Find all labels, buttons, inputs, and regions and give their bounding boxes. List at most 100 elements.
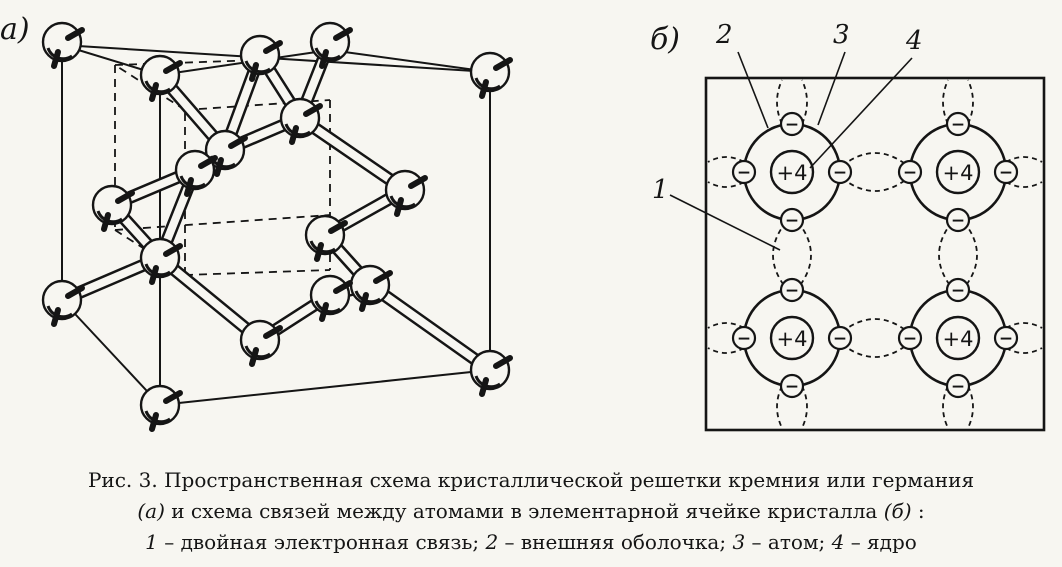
callout-leader <box>817 51 846 126</box>
atom-bond-stub <box>479 377 489 397</box>
double-bond-arc <box>841 177 909 192</box>
electron-sign: − <box>951 281 965 301</box>
atom-bond-stub <box>184 177 194 197</box>
atom-sphere <box>139 54 181 96</box>
atom-sphere <box>174 149 216 191</box>
legend-num-4: 4 <box>831 530 845 554</box>
electron <box>731 159 757 185</box>
atom-sphere <box>309 21 351 63</box>
atom-bond-stub <box>115 190 135 204</box>
unit-cell-frame <box>704 76 1046 432</box>
bond-rod <box>366 281 494 374</box>
atom-sphere <box>139 237 181 279</box>
atom-bond-stub <box>214 157 224 177</box>
electron-sign: − <box>785 211 799 231</box>
double-bond-arc <box>841 152 909 167</box>
atom-sphere <box>91 184 133 226</box>
electron <box>779 207 805 233</box>
atom-bond-stub <box>163 243 183 257</box>
atom-bond-stub <box>408 175 428 189</box>
atom-bond-stub <box>263 325 283 339</box>
caption-line-2-text: и схема связей между атомами в элементар… <box>164 499 884 523</box>
atom-sphere <box>41 279 83 321</box>
legend-text-3: – атом; <box>745 530 832 554</box>
callout-leader <box>809 57 913 169</box>
atom-bond-stub <box>394 197 404 217</box>
outward-bond <box>776 79 783 125</box>
cube-edge <box>329 49 491 73</box>
atom-bond-stub <box>51 307 61 327</box>
callout-1: 1 <box>652 175 669 205</box>
atom-sphere <box>139 384 181 426</box>
callout-2: 2 <box>716 20 733 50</box>
double-bond-arc <box>938 221 953 289</box>
callout-leader <box>737 51 769 129</box>
atom-bond-stub <box>263 40 283 54</box>
electron-sign: − <box>951 115 965 135</box>
double-bond-arc <box>841 318 909 333</box>
nucleus <box>935 315 981 361</box>
electron <box>779 277 805 303</box>
electron-sign: − <box>833 163 847 183</box>
atom-bond-stub <box>303 103 323 117</box>
atom-bond-stub <box>149 412 159 432</box>
bond-rod <box>296 114 409 194</box>
electron-sign: − <box>951 211 965 231</box>
atom-bond-stub <box>198 155 218 169</box>
nucleus-charge: +4 <box>943 327 974 351</box>
electron <box>827 159 853 185</box>
atom-sphere <box>309 274 351 316</box>
atom-sphere <box>469 349 511 391</box>
atom-bond-stub <box>163 390 183 404</box>
atom-bond-stub <box>493 355 513 369</box>
inner-dashed-edge <box>184 269 331 276</box>
caption-line-2: (а) и схема связей между атомами в элеме… <box>0 496 1062 527</box>
atom-sphere <box>239 34 281 76</box>
caption-ref-b: (б) <box>883 499 912 523</box>
outward-bond <box>967 79 974 125</box>
outward-bond <box>801 79 808 125</box>
electron <box>945 277 971 303</box>
electron-sign: − <box>903 329 917 349</box>
callout-4: 4 <box>906 26 923 56</box>
double-bond-arc <box>963 221 978 289</box>
atom-bond-stub <box>333 280 353 294</box>
atom-sphere <box>384 169 426 211</box>
nucleus-charge: +4 <box>777 161 808 185</box>
figure-caption: Рис. 3. Пространственная схема кристалли… <box>0 465 1062 558</box>
atom-bond-stub <box>359 292 369 312</box>
outward-bond <box>942 79 949 125</box>
nucleus <box>935 149 981 195</box>
atom-bond-stub <box>228 135 248 149</box>
callout-leader <box>669 194 781 251</box>
caption-line-3: 1 – двойная электронная связь; 2 – внешн… <box>0 527 1062 558</box>
cube-edge <box>61 299 161 406</box>
atom-bond-stub <box>249 347 259 367</box>
atom-bond-stub <box>163 60 183 74</box>
atom-sphere <box>239 319 281 361</box>
legend-text-4: – ядро <box>844 530 917 554</box>
double-bond-arc <box>772 221 787 289</box>
outward-bond <box>967 385 974 429</box>
electron-sign: − <box>785 115 799 135</box>
crystal-lattice-3d <box>41 21 513 432</box>
callout-3: 3 <box>833 20 850 50</box>
panel-a-label: а) <box>0 12 30 47</box>
legend-num-2: 2 <box>485 530 499 554</box>
electron-sign: − <box>737 163 751 183</box>
electron <box>945 373 971 399</box>
inner-dashed-edge <box>114 59 261 66</box>
outward-bond <box>801 385 808 429</box>
electron <box>779 373 805 399</box>
electron <box>897 325 923 351</box>
caption-ref-a: (а) <box>137 499 165 523</box>
atom-bond-stub <box>493 57 513 71</box>
atom-bond-stub <box>328 220 348 234</box>
electron <box>993 325 1019 351</box>
inner-dashed-edge <box>114 214 331 231</box>
atom-sphere <box>41 21 83 63</box>
electron-sign: − <box>999 163 1013 183</box>
electron-sign: − <box>903 163 917 183</box>
nucleus-charge: +4 <box>777 327 808 351</box>
electron-sign: − <box>785 377 799 397</box>
